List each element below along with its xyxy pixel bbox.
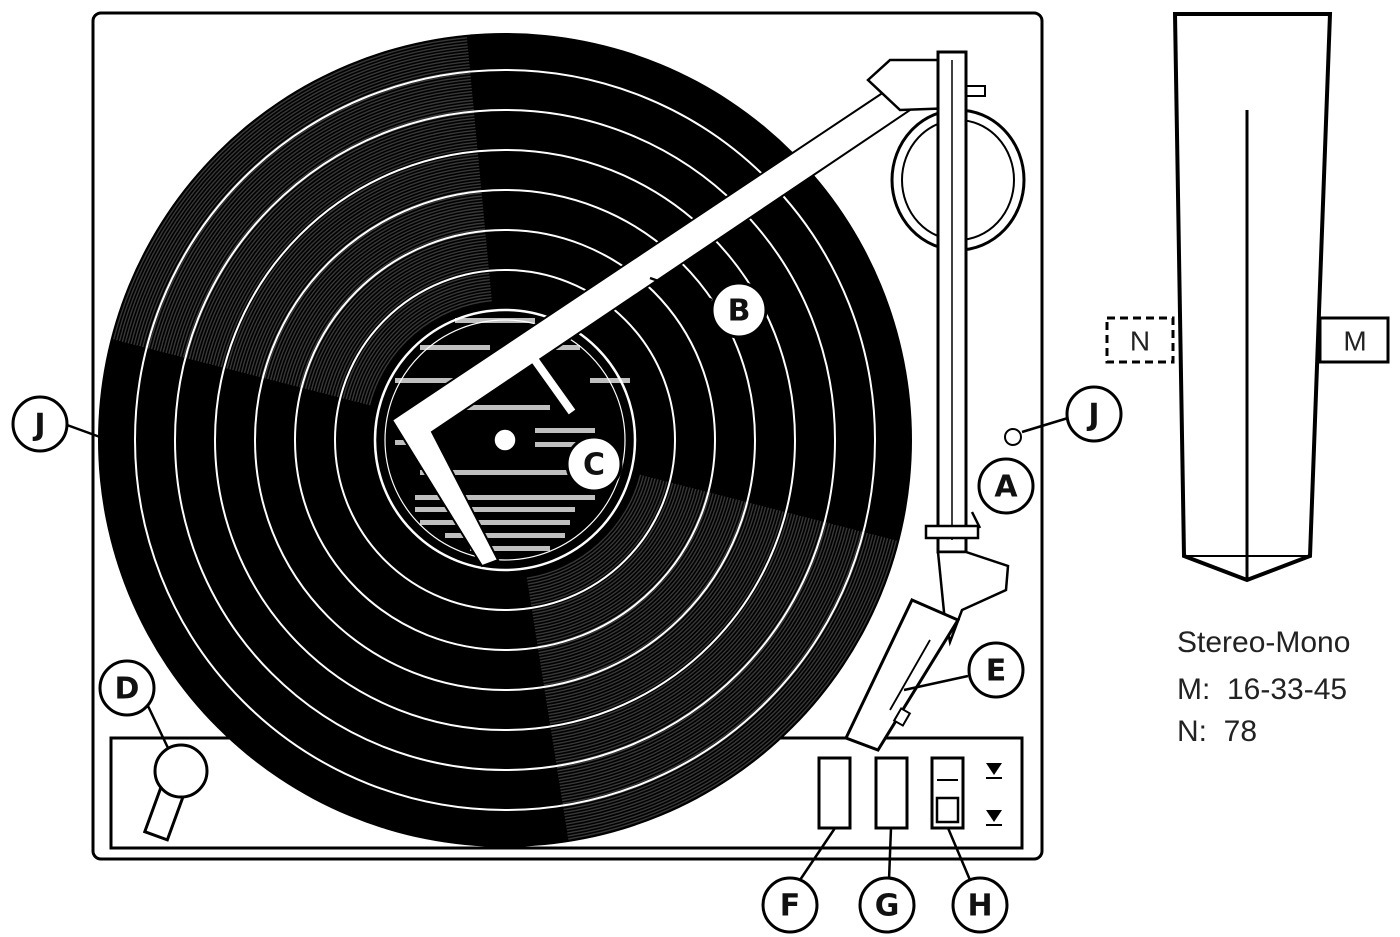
label-print-mark (420, 520, 570, 525)
svg-text:D: D (115, 672, 140, 707)
label-print-mark (415, 507, 575, 512)
leader-d (148, 706, 168, 748)
callout-h: H (953, 878, 1007, 932)
svg-text:H: H (967, 889, 992, 924)
leader-f (800, 828, 835, 880)
callout-f: F (763, 878, 817, 932)
svg-text:F: F (780, 889, 801, 924)
stop-button[interactable] (876, 758, 907, 828)
cue-lever[interactable] (145, 745, 207, 840)
start-button[interactable] (819, 758, 850, 828)
speed-m-label: M (1343, 326, 1366, 357)
callout-a: A (979, 459, 1033, 513)
callout-g: G (860, 878, 914, 932)
label-print-mark (420, 345, 490, 350)
leveling-point (1005, 429, 1021, 445)
callout-j-left: J (13, 397, 67, 451)
label-print-mark (535, 428, 595, 433)
svg-text:A: A (994, 470, 1018, 505)
svg-text:E: E (986, 654, 1007, 689)
legend-speeds-m: M: 16-33-45 (1177, 673, 1347, 706)
speed-m-position[interactable]: M (1320, 318, 1388, 362)
down-arrow-icon (986, 810, 1002, 822)
svg-text:C: C (583, 448, 605, 483)
callout-c: C (567, 437, 621, 491)
speed-switch[interactable] (932, 758, 963, 828)
speed-selector-inset (1175, 14, 1330, 580)
svg-text:B: B (728, 294, 751, 329)
leader-j-right (1022, 418, 1068, 432)
label-print-mark (590, 378, 630, 383)
arm-rest (926, 526, 978, 538)
label-print-mark (455, 318, 535, 323)
legend-title: Stereo-Mono (1177, 626, 1350, 659)
leader-j-left (67, 425, 100, 437)
center-spindle (494, 429, 516, 451)
leader-g (889, 828, 891, 880)
svg-text:J: J (1086, 398, 1099, 433)
speed-n-label: N (1130, 326, 1150, 357)
leader-h (948, 828, 970, 880)
svg-text:G: G (875, 889, 900, 924)
svg-text:J: J (32, 408, 45, 443)
callout-d: D (100, 661, 154, 715)
speed-n-position[interactable]: N (1107, 318, 1173, 362)
legend-speeds-n: N: 78 (1177, 715, 1257, 748)
callout-b: B (712, 283, 766, 337)
down-arrow-icon (986, 763, 1002, 775)
callout-e: E (969, 643, 1023, 697)
callout-j-right: J (1067, 387, 1121, 441)
